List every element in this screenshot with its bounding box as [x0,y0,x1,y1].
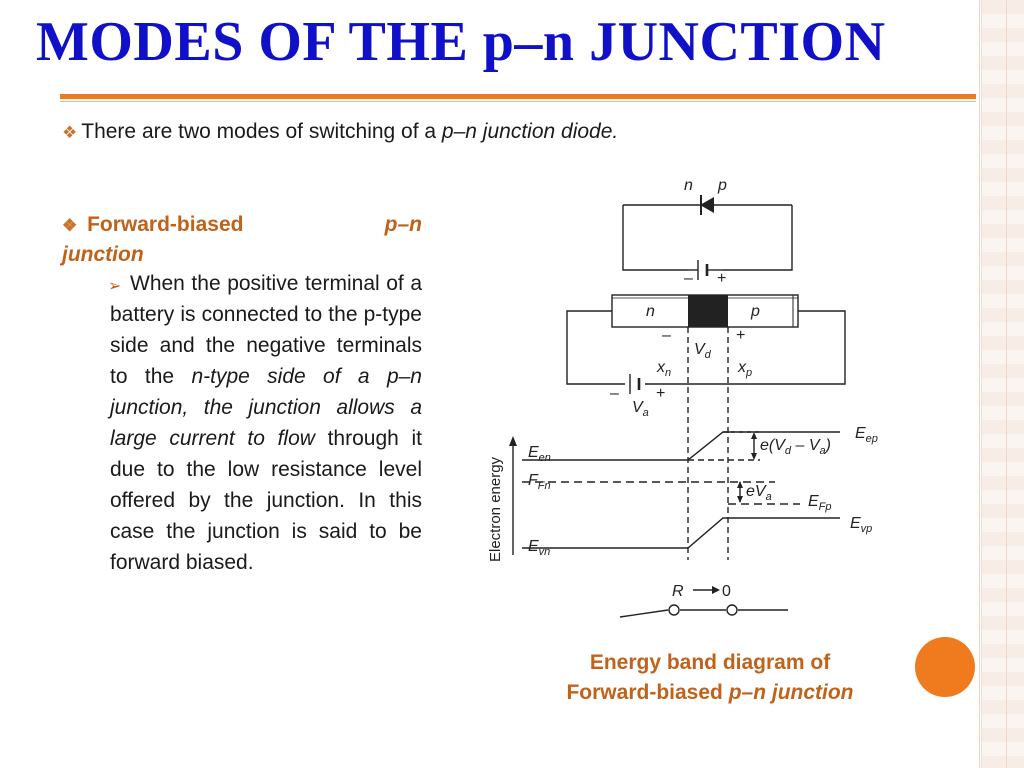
svg-text:Evp: Evp [850,515,872,535]
eva-sub: a [766,491,772,503]
barrier-sub2: a [820,445,826,457]
intro-italic: p–n junction diode. [441,120,619,143]
arrowhead [751,432,757,439]
label-p-top: p [717,177,727,194]
intro-text: There are two modes of switching of a [81,120,442,143]
xp-sub: p [745,367,752,379]
heading-right: p–n [384,213,422,236]
caption-line2-italic: p–n junction [728,681,854,704]
barrier-label: e(V [760,437,786,454]
arrowhead [737,496,743,503]
circuit-wire-bottom-left [566,310,625,385]
depletion-region [688,295,728,327]
heading-line2: junction [62,243,144,266]
minus-mark: – [662,327,671,344]
svg-text:e(Vd – Va): e(Vd – Va) [760,437,831,457]
plus-mark: + [736,327,745,344]
caption-line1: Energy band diagram of [589,651,831,674]
axis-label: Electron energy [487,456,504,562]
diode-triangle [700,197,714,213]
valence-band [522,517,840,549]
xn-sub: n [665,367,671,379]
barrier-sub1: d [785,445,792,457]
switch-lead [619,609,669,618]
efn-sub: Fn [538,480,551,492]
r-value: 0 [722,583,731,600]
description-part1: When the positive terminal of a battery … [110,272,422,388]
switch-terminal [726,604,738,616]
svg-text:xn: xn [656,359,671,379]
forward-biased-heading: ❖ Forward-biased p–n junction [62,210,422,269]
efp-sub: Fp [819,501,832,513]
title-underline [60,94,976,99]
switch-terminal [668,604,680,616]
intro-bullet: ❖There are two modes of switching of a p… [62,120,618,144]
evn-sub: vn [539,546,551,558]
efn-label: F [528,472,539,489]
evp-sub: vp [861,523,873,535]
diagram-caption: Energy band diagram of Forward-biased p–… [520,648,900,708]
page-title: MODES OF THE p–n JUNCTION [36,11,886,73]
energy-band-diagram: n p n p Vd xn xp Va Een FFn Evn Eep EFp … [487,177,878,618]
circuit-wire-right [723,205,793,271]
svg-text:FFn: FFn [528,472,551,492]
eva-label: eV [746,483,767,500]
label-p-bar: p [750,303,760,320]
decorative-frame [981,0,1024,768]
een-sub: en [539,452,551,464]
r-label: R [672,583,684,600]
circuit-wire-left [622,205,688,271]
circuit-wire-bottom-right [645,310,846,385]
svg-text:Eep: Eep [855,425,878,445]
va-sub: a [643,407,649,419]
xp-label: x [737,359,747,376]
vd-label: V [694,341,706,358]
arrowhead [751,453,757,460]
svg-text:Va: Va [632,399,649,419]
description-italic: n-type side of a p–n junction, the junct… [110,365,422,450]
svg-text:xp: xp [737,359,752,379]
battery1-plus: + [717,270,726,287]
barrier-mid: – V [791,437,821,454]
forward-biased-description: ➢ When the positive terminal of a batter… [108,268,422,578]
arrowhead [712,586,720,594]
arrow-bullet-icon: ➢ [108,278,122,295]
frame-line [979,0,980,768]
caption-line2-text: Forward-biased [566,681,729,704]
svg-text:eVa: eVa [746,483,772,503]
label-n-bar: n [646,303,655,320]
frame-line [1006,0,1007,768]
diamond-bullet-icon: ❖ [62,123,78,142]
evp-label: E [850,515,861,532]
diamond-bullet-icon: ❖ [62,216,78,235]
svg-text:Vd: Vd [694,341,712,361]
conduction-band [522,431,840,461]
eep-sub: ep [866,433,878,445]
description-part2: through it due to the low resistance lev… [110,427,422,574]
een-label: E [528,444,539,461]
decorative-circle [915,637,975,697]
battery2-plus: + [656,385,665,402]
svg-text:Een: Een [528,444,551,464]
eep-label: E [855,425,866,442]
svg-text:Evn: Evn [528,538,550,558]
axis-arrowhead [509,436,517,446]
evn-label: E [528,538,539,555]
svg-text:EFp: EFp [808,493,832,513]
va-label: V [632,399,644,416]
battery1-minus: – [684,270,693,287]
vd-sub: d [705,349,712,361]
arrowhead [737,481,743,488]
efp-label: E [808,493,819,510]
label-n-top: n [684,177,693,194]
title-underline-thin [60,101,976,102]
barrier-end: ) [824,437,831,454]
battery2-minus: – [610,385,619,402]
heading-left: Forward-biased [87,213,244,236]
xn-label: x [656,359,666,376]
